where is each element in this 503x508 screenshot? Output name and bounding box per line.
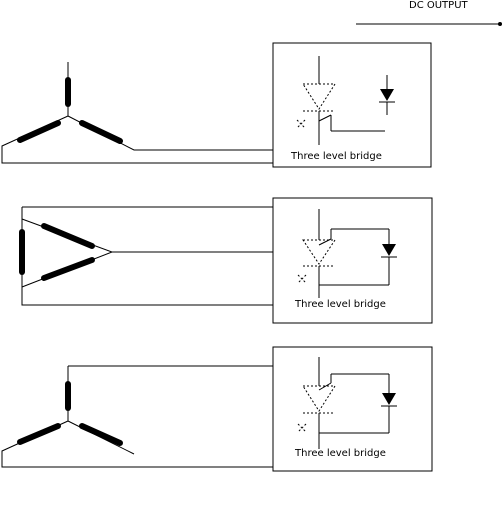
diode-icon (381, 229, 397, 285)
thyristor-icon (297, 357, 389, 449)
dc-output-terminal (498, 22, 502, 26)
bridge-box (272, 42, 432, 168)
thyristor-icon (297, 209, 389, 298)
diode-icon (379, 75, 395, 115)
bridge-label: Three level bridge (294, 299, 386, 310)
delta-wiring (21, 206, 273, 306)
coil-left (17, 120, 61, 143)
bridge-box (272, 346, 433, 472)
winding-delta (19, 206, 273, 306)
dc-output: DC OUTPUT (356, 0, 502, 26)
star-wiring (1, 365, 273, 468)
winding-star-2 (1, 365, 273, 468)
bridge-module-1: Three level bridge (272, 42, 432, 168)
coil-right (79, 423, 123, 446)
winding-star-1 (1, 62, 273, 164)
bridge-box (272, 197, 433, 324)
star-wiring (1, 62, 273, 164)
bridge-label: Three level bridge (290, 151, 382, 162)
thyristor-icon (296, 56, 385, 145)
bridge-module-3: Three level bridge (272, 346, 433, 472)
diode-icon (381, 374, 397, 433)
bridge-module-2: Three level bridge (272, 197, 433, 324)
dc-output-label: DC OUTPUT (409, 0, 469, 11)
bridge-label: Three level bridge (294, 448, 386, 459)
